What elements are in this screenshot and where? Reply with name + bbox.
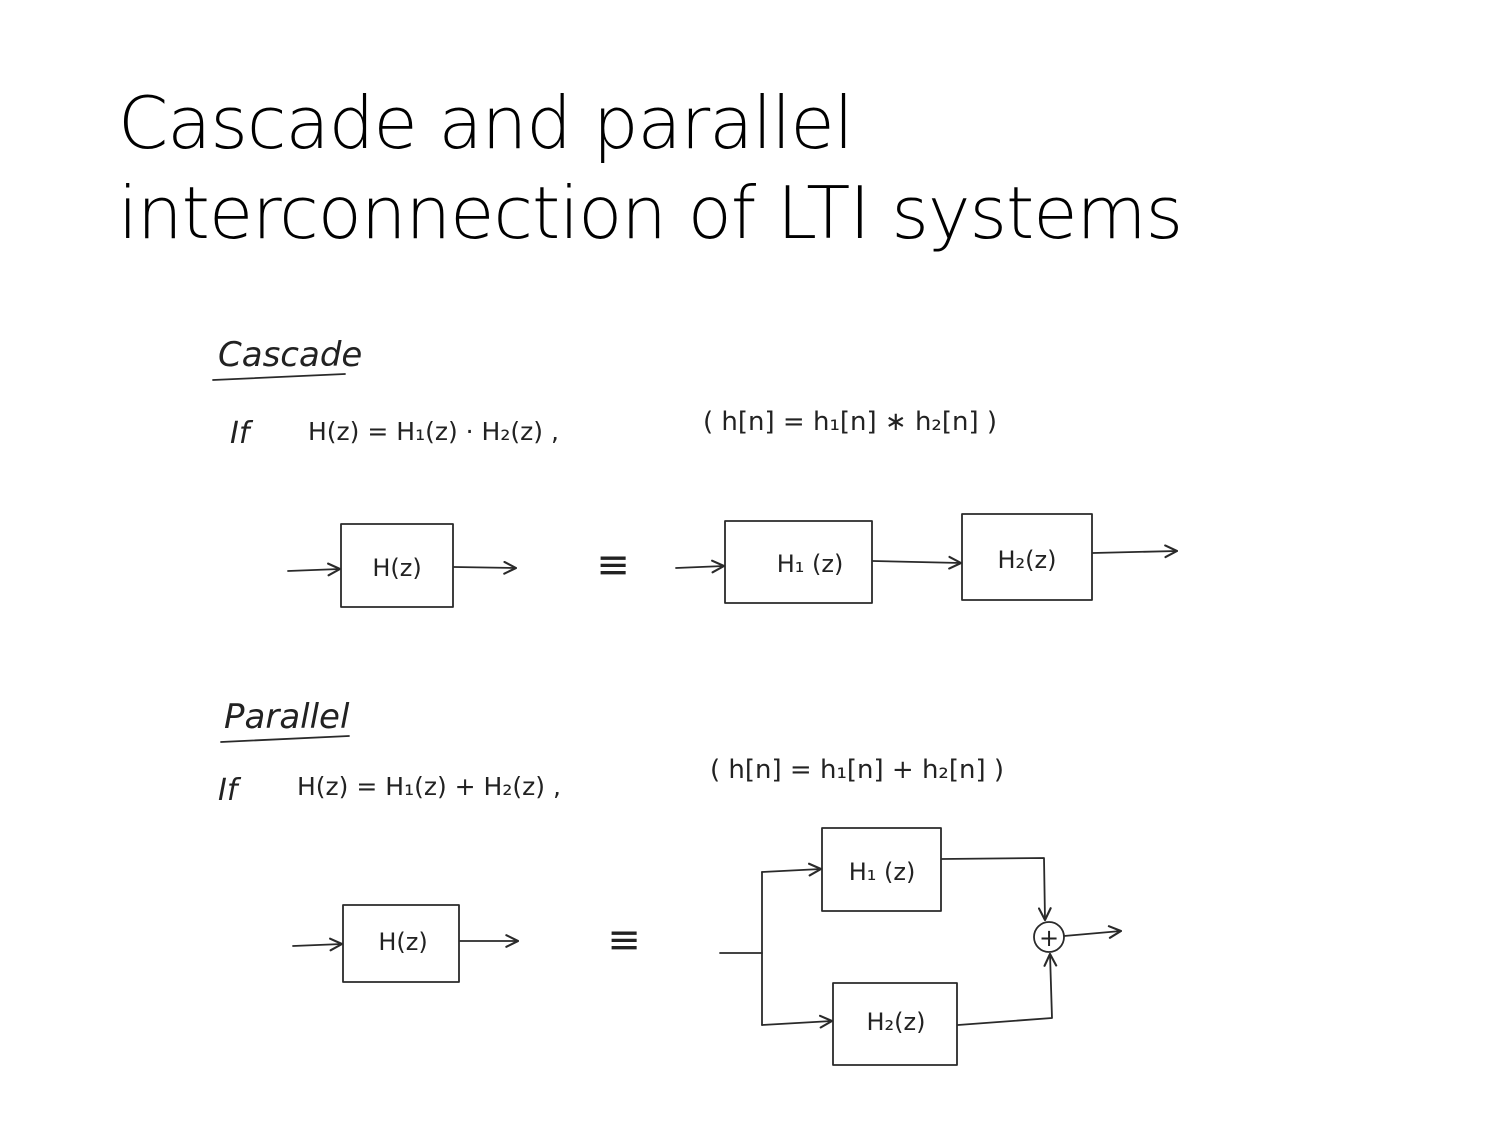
cascade-block-h2 <box>961 513 1093 601</box>
parallel-single-block-label: H(z) <box>378 928 427 956</box>
parallel-lower-branch-arrow <box>761 1014 834 1029</box>
cascade-equivalence-sign: ≡ <box>596 542 630 588</box>
parallel-heading-underline <box>220 735 350 743</box>
parallel-adder-symbol: + <box>1039 924 1059 952</box>
parallel-lower-output-path <box>957 952 1058 1026</box>
parallel-input-arrow <box>292 937 344 952</box>
parallel-block-h2 <box>832 982 958 1066</box>
cascade-block-h1-label: H₁ (z) <box>777 550 844 578</box>
cascade-single-output-arrow <box>453 560 518 575</box>
cascade-chain-input-arrow <box>675 559 726 574</box>
parallel-block-h1-label: H₁ (z) <box>849 858 916 886</box>
cascade-equation: H(z) = H₁(z) · H₂(z) , <box>308 417 559 446</box>
cascade-impulse-relation: ( h[n] = h₁[n] ∗ h₂[n] ) <box>703 407 997 437</box>
cascade-heading: Cascade <box>218 335 362 375</box>
cascade-heading-underline <box>212 373 346 381</box>
parallel-heading: Parallel <box>224 697 350 737</box>
cascade-block-h2-label: H₂(z) <box>998 546 1057 574</box>
parallel-upper-output-path <box>941 857 1052 922</box>
parallel-adder-circle <box>1033 921 1065 953</box>
cascade-connecting-arrow <box>872 555 963 570</box>
parallel-upper-branch-arrow <box>761 862 823 877</box>
cascade-input-arrow <box>287 562 342 577</box>
slide-title: Cascade and parallel interconnection of … <box>118 78 1183 258</box>
cascade-single-block <box>340 523 454 608</box>
cascade-section: Cascade If H(z) = H₁(z) · H₂(z) , ( h[n]… <box>212 335 1179 608</box>
parallel-block-h1 <box>821 827 942 912</box>
cascade-block-h1 <box>724 520 873 604</box>
parallel-equivalence-sign: ≡ <box>607 917 641 963</box>
cascade-single-block-label: H(z) <box>372 554 421 582</box>
parallel-block-h2-label: H₂(z) <box>867 1008 926 1036</box>
cascade-if-word: If <box>230 416 254 451</box>
parallel-section: Parallel If H(z) = H₁(z) + H₂(z) , ( h[n… <box>218 697 1123 1066</box>
parallel-equation: H(z) = H₁(z) + H₂(z) , <box>297 772 561 801</box>
slide-title-line-2: interconnection of LTI systems <box>118 171 1183 255</box>
slide-title-line-1: Cascade and parallel <box>118 81 854 165</box>
cascade-chain-output-arrow <box>1092 544 1179 559</box>
parallel-impulse-relation: ( h[n] = h₁[n] + h₂[n] ) <box>710 755 1004 785</box>
parallel-single-block <box>342 904 460 983</box>
parallel-if-word: If <box>218 773 242 808</box>
parallel-output-arrow <box>1063 925 1123 939</box>
